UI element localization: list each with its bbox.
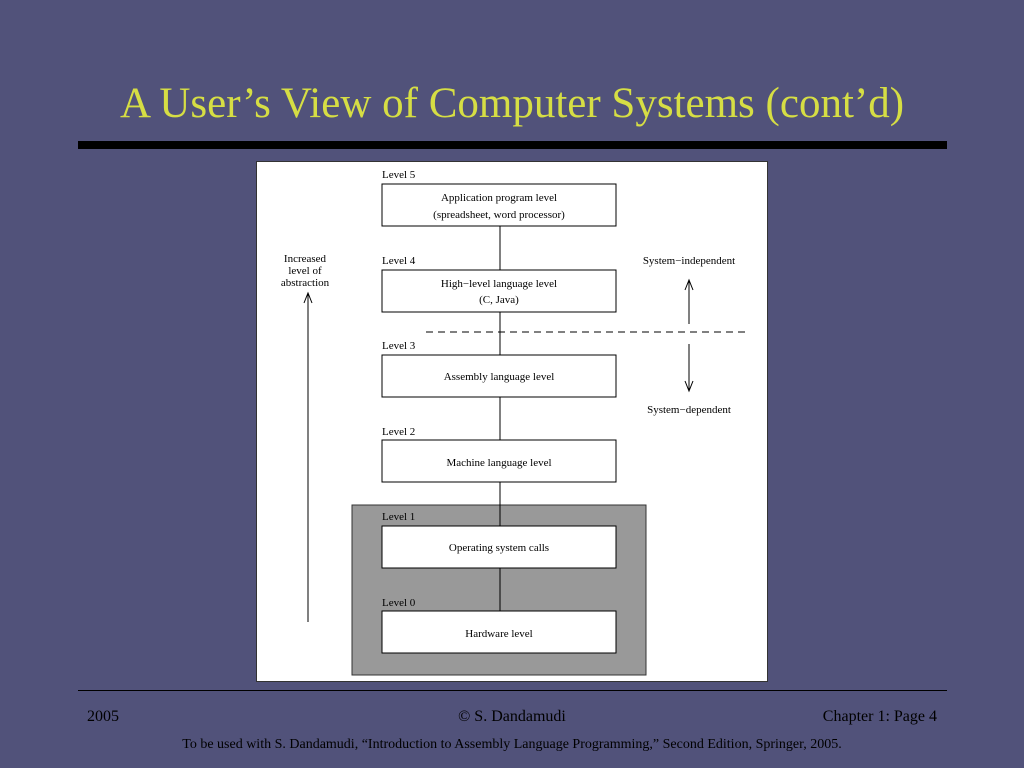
level-4-box-subtitle: (C, Java) xyxy=(479,294,519,306)
level-3-label: Level 3 xyxy=(382,340,416,352)
level-0-label: Level 0 xyxy=(382,597,416,609)
level-5-label: Level 5 xyxy=(382,169,416,181)
level-2-box xyxy=(381,439,617,483)
level-5-box xyxy=(381,183,617,227)
system-independent-label: System−independent xyxy=(643,255,735,267)
slide-title: A User’s View of Computer Systems (cont’… xyxy=(119,80,905,127)
abstraction-label-line-2: level of xyxy=(288,265,322,277)
level-3-box xyxy=(381,354,617,398)
level-4-box-title: High−level language level xyxy=(441,278,557,290)
level-1-label: Level 1 xyxy=(382,511,415,523)
footer-page-number: Chapter 1: Page 4 xyxy=(822,708,937,725)
level-5-box-subtitle: (spreadsheet, word processor) xyxy=(433,209,565,221)
abstraction-label-line-3: abstraction xyxy=(281,277,330,289)
title-divider xyxy=(78,141,947,149)
footer-author: © S. Dandamudi xyxy=(458,708,566,725)
level-2-box-title: Machine language level xyxy=(446,457,551,469)
footer-year: 2005 xyxy=(87,708,119,725)
level-4-label: Level 4 xyxy=(382,255,416,267)
level-5-box-title: Application program level xyxy=(441,192,557,204)
abstraction-up-arrow xyxy=(303,291,313,622)
level-2-label: Level 2 xyxy=(382,426,415,438)
system-independent-up-arrow xyxy=(684,278,694,324)
level-0-box xyxy=(381,610,617,654)
system-dependent-down-arrow xyxy=(684,344,694,393)
level-1-box xyxy=(381,525,617,569)
abstraction-label-line-1: Increased xyxy=(284,253,327,265)
level-3-box-title: Assembly language level xyxy=(444,371,555,383)
level-0-box-title: Hardware level xyxy=(465,628,533,640)
level-4-box xyxy=(381,269,617,313)
levels-diagram: Level 5 Application program level (sprea… xyxy=(256,161,768,682)
footer-citation-note: To be used with S. Dandamudi, “Introduct… xyxy=(182,737,842,752)
footer-divider xyxy=(78,690,947,691)
level-1-box-title: Operating system calls xyxy=(449,542,549,554)
system-dependent-label: System−dependent xyxy=(647,404,731,416)
